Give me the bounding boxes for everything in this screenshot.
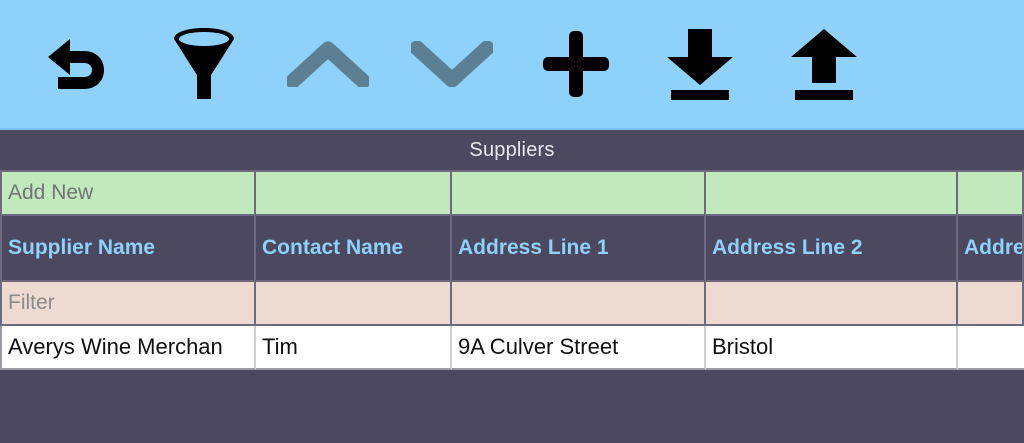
undo-icon [44, 33, 116, 95]
import-button[interactable] [638, 9, 762, 119]
add-new-cell-contact-name[interactable] [256, 170, 452, 216]
cell-address-line-2[interactable]: Bristol [706, 326, 958, 370]
add-new-cell-address-line-2[interactable] [706, 170, 958, 216]
add-new-row[interactable]: Add New [0, 170, 1024, 216]
toolbar [0, 0, 1024, 130]
add-new-cell-address-line-1[interactable] [452, 170, 706, 216]
next-button[interactable] [390, 9, 514, 119]
column-header-supplier-name[interactable]: Supplier Name [0, 216, 256, 280]
column-header-address-line-2[interactable]: Address Line 2 [706, 216, 958, 280]
page-title: Suppliers [469, 138, 555, 161]
filter-input-address-line-1[interactable] [452, 280, 706, 326]
filter-input-address-line-3[interactable] [958, 280, 1024, 326]
add-new-cell-supplier-name[interactable]: Add New [0, 170, 256, 216]
plus-icon [541, 29, 611, 99]
cell-contact-name[interactable]: Tim [256, 326, 452, 370]
column-header-row: Supplier Name Contact Name Address Line … [0, 216, 1024, 280]
cell-address-line-1[interactable]: 9A Culver Street [452, 326, 706, 370]
chevron-up-icon [287, 41, 369, 87]
add-new-cell-address-line-3[interactable] [958, 170, 1024, 216]
add-button[interactable] [514, 9, 638, 119]
cell-supplier-name[interactable]: Averys Wine Merchan [0, 326, 256, 370]
grid-empty-area [0, 370, 1024, 443]
filter-row[interactable]: Filter [0, 280, 1024, 326]
filter-funnel-icon [168, 27, 240, 101]
column-header-address-line-3[interactable]: Addre [958, 216, 1024, 280]
data-grid: Add New Supplier Name Contact Name Addre… [0, 170, 1024, 370]
column-header-address-line-1[interactable]: Address Line 1 [452, 216, 706, 280]
previous-button[interactable] [266, 9, 390, 119]
filter-input-address-line-2[interactable] [706, 280, 958, 326]
upload-icon [787, 27, 861, 101]
chevron-down-icon [411, 41, 493, 87]
table-title-bar: Suppliers [0, 130, 1024, 170]
table-row[interactable]: Averys Wine Merchan Tim 9A Culver Street… [0, 326, 1024, 370]
cell-address-line-3[interactable] [958, 326, 1024, 370]
filter-button[interactable] [142, 9, 266, 119]
column-header-contact-name[interactable]: Contact Name [256, 216, 452, 280]
undo-button[interactable] [18, 9, 142, 119]
download-icon [663, 27, 737, 101]
export-button[interactable] [762, 9, 886, 119]
filter-input-contact-name[interactable] [256, 280, 452, 326]
filter-input-supplier-name[interactable]: Filter [0, 280, 256, 326]
